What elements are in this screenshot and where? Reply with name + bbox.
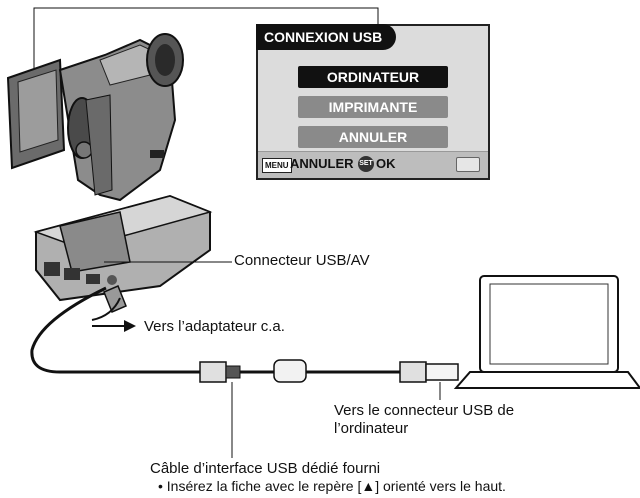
label-to-pc-usb-1: Vers le connecteur USB de: [334, 402, 515, 419]
usb-plug-icon: [399, 361, 459, 383]
option-cancel[interactable]: ANNULER: [298, 126, 448, 148]
label-plug-note: • Insérez la fiche avec le repère [▲] or…: [158, 478, 506, 494]
option-computer[interactable]: ORDINATEUR: [298, 66, 448, 88]
arrow-right-icon: [92, 320, 136, 332]
ac-cable: [91, 297, 121, 321]
usb-mini-plug-icon: [199, 361, 241, 383]
label-to-pc-usb-2: l’ordinateur: [334, 420, 409, 437]
camera-icon: [6, 33, 184, 202]
screen-callout-line: [33, 7, 379, 80]
dock-icon: [33, 194, 213, 313]
laptop-icon: [453, 275, 640, 389]
set-key-icon: SET: [358, 156, 374, 172]
option-printer[interactable]: IMPRIMANTE: [298, 96, 448, 118]
screen-footer: MENU ANNULER SET OK: [258, 151, 488, 178]
label-to-ac-adapter: Vers l’adaptateur c.a.: [144, 318, 285, 335]
menu-cancel-label: ANNULER: [290, 156, 354, 171]
menu-key-icon: MENU: [262, 158, 292, 173]
label-usb-av-connector: Connecteur USB/AV: [234, 252, 370, 269]
label-usb-cable: Câble d’interface USB dédié fourni: [150, 460, 381, 477]
battery-icon: [456, 157, 480, 172]
usb-cable: [30, 286, 200, 374]
set-ok-label: OK: [376, 156, 396, 171]
screen-title: CONNEXION USB: [256, 24, 397, 50]
ferrite-core-icon: [273, 359, 307, 383]
usb-connection-screen: CONNEXION USB ORDINATEUR IMPRIMANTE ANNU…: [256, 24, 490, 180]
